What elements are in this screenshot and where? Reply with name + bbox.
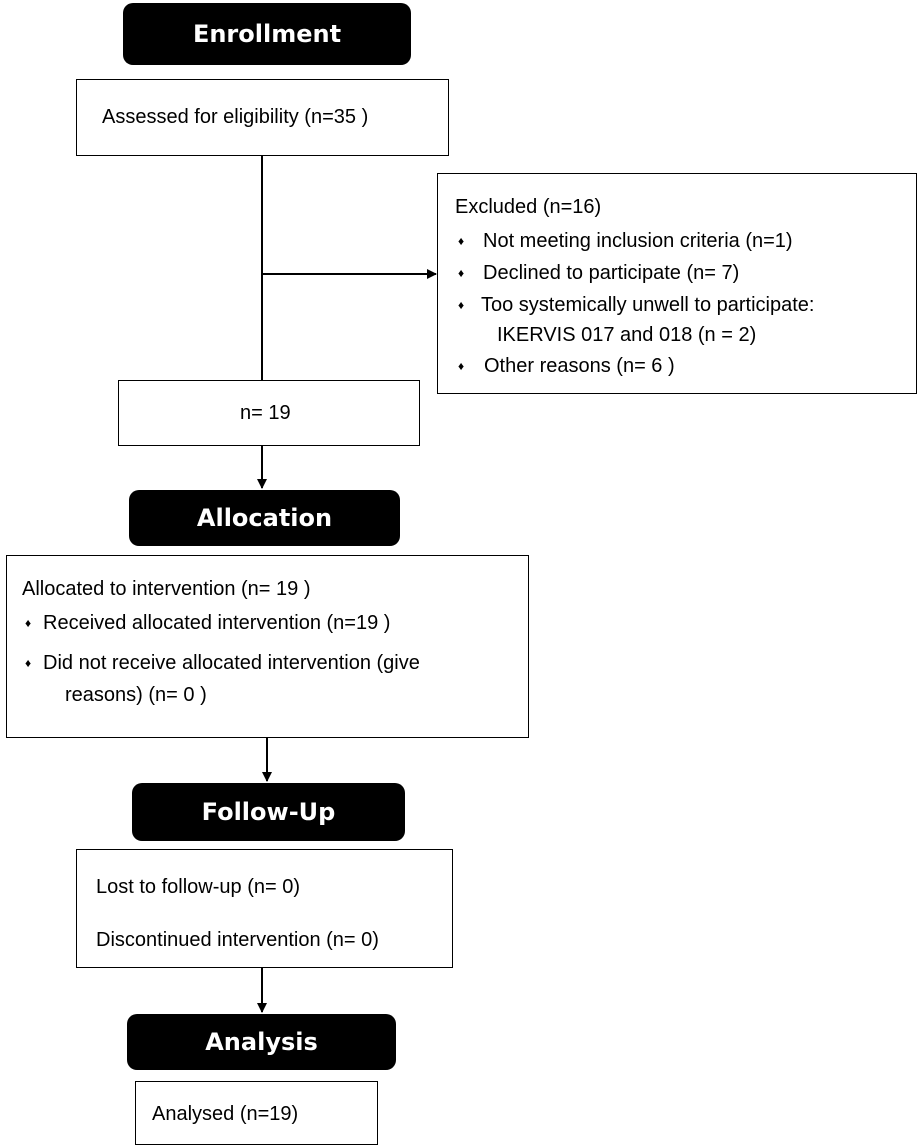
- excluded-item-1-text: Not meeting inclusion criteria (n=1): [483, 230, 793, 252]
- stage-label-enrollment: Enrollment: [192, 20, 342, 48]
- allocated-title: Allocated to intervention (n= 19 ): [22, 578, 311, 600]
- excluded-item-4: ♦ Other reasons (n= 6 ): [458, 353, 675, 379]
- lost-to-followup-text: Lost to follow-up (n= 0): [96, 876, 300, 898]
- analysed-box: Analysed (n=19): [135, 1081, 378, 1145]
- excluded-item-1: ♦ Not meeting inclusion criteria (n=1): [458, 228, 793, 254]
- stage-label-analysis: Analysis: [205, 1028, 318, 1056]
- excluded-item-3-text: Too systemically unwell to participate:: [481, 294, 815, 316]
- bullet-icon: ♦: [25, 616, 32, 630]
- allocated-item-2: ♦ Did not receive allocated intervention…: [25, 650, 420, 676]
- excluded-title: Excluded (n=16): [455, 196, 602, 218]
- excluded-item-3: ♦ Too systemically unwell to participate…: [458, 292, 814, 318]
- bullet-icon: ♦: [458, 298, 465, 312]
- stage-header-enrollment: Enrollment: [123, 3, 411, 65]
- allocated-item-1: ♦ Received allocated intervention (n=19 …: [25, 610, 390, 636]
- excluded-item-3-continuation: IKERVIS 017 and 018 (n = 2): [497, 324, 757, 346]
- stage-header-follow-up: Follow-Up: [132, 783, 405, 841]
- followup-box: Lost to follow-up (n= 0) Discontinued in…: [76, 849, 453, 968]
- stage-label-follow-up: Follow-Up: [201, 798, 336, 826]
- excluded-item-4-text: Other reasons (n= 6 ): [484, 355, 675, 377]
- assessed-text: Assessed for eligibility (n=35 ): [102, 106, 369, 128]
- analysed-text: Analysed (n=19): [152, 1103, 299, 1125]
- bullet-icon: ♦: [458, 359, 465, 373]
- stage-header-analysis: Analysis: [127, 1014, 396, 1070]
- enrolled-text: n= 19: [240, 402, 291, 424]
- discontinued-text: Discontinued intervention (n= 0): [96, 929, 379, 951]
- allocated-item-1-text: Received allocated intervention (n=19 ): [43, 612, 391, 634]
- enrolled-box: n= 19: [118, 380, 420, 446]
- allocated-item-2-text: Did not receive allocated intervention (…: [43, 652, 420, 674]
- stage-label-allocation: Allocation: [196, 504, 333, 532]
- allocated-item-2-continuation: reasons) (n= 0 ): [65, 684, 207, 706]
- bullet-icon: ♦: [458, 266, 465, 280]
- assessed-box: Assessed for eligibility (n=35 ): [76, 79, 449, 156]
- excluded-item-2: ♦ Declined to participate (n= 7): [458, 260, 739, 286]
- stage-header-allocation: Allocation: [129, 490, 400, 546]
- excluded-item-2-text: Declined to participate (n= 7): [483, 262, 740, 284]
- bullet-icon: ♦: [25, 656, 32, 670]
- allocated-box: Allocated to intervention (n= 19 ) ♦ Rec…: [6, 555, 529, 738]
- bullet-icon: ♦: [458, 234, 465, 248]
- excluded-box: Excluded (n=16) ♦ Not meeting inclusion …: [437, 173, 917, 394]
